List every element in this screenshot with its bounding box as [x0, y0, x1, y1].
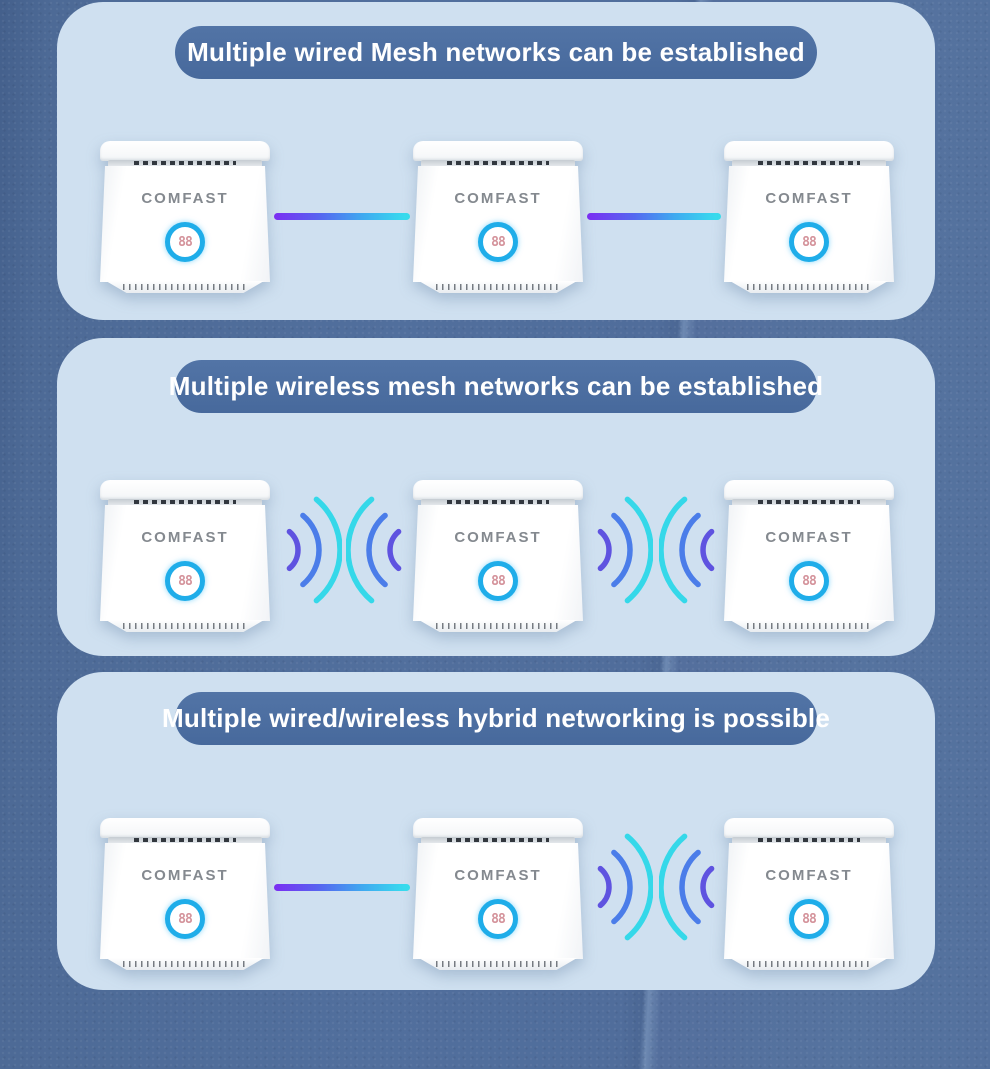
led-ring: 88 — [478, 222, 518, 262]
led-ring: 88 — [789, 561, 829, 601]
router-lid — [413, 818, 583, 838]
led-ring: 88 — [789, 222, 829, 262]
router-top-vent — [108, 499, 262, 506]
panel-wireless-mesh: Multiple wireless mesh networks can be e… — [57, 338, 935, 656]
brand-logo: COMFAST — [454, 529, 542, 546]
led-display: 88 — [178, 573, 193, 589]
router-bottom-vent — [730, 620, 888, 632]
mesh-router: COMFAST 88 — [100, 818, 270, 974]
router-lid — [413, 141, 583, 161]
router-top-vent — [732, 837, 886, 844]
mesh-router: COMFAST 88 — [100, 480, 270, 636]
router-body: COMFAST 88 — [724, 505, 894, 621]
router-body: COMFAST 88 — [413, 505, 583, 621]
router-lid — [724, 480, 894, 500]
wifi-signal-left-icon — [346, 490, 416, 610]
router-body: COMFAST 88 — [724, 843, 894, 959]
panel-title: Multiple wireless mesh networks can be e… — [168, 371, 824, 401]
router-bottom-vent — [419, 281, 577, 293]
brand-logo: COMFAST — [141, 190, 229, 207]
led-display: 88 — [491, 911, 506, 927]
router-top-vent — [108, 837, 262, 844]
ethernet-cable — [274, 884, 410, 891]
router-bottom-vent — [106, 958, 264, 970]
router-top-vent — [732, 499, 886, 506]
mesh-router: COMFAST 88 — [724, 480, 894, 636]
router-body: COMFAST 88 — [413, 166, 583, 282]
mesh-router: COMFAST 88 — [100, 141, 270, 297]
ethernet-cable — [274, 213, 410, 220]
panel-hybrid-networking: Multiple wired/wireless hybrid networkin… — [57, 672, 935, 990]
brand-logo: COMFAST — [141, 529, 229, 546]
router-lid — [724, 141, 894, 161]
router-bottom-vent — [730, 281, 888, 293]
led-ring: 88 — [789, 899, 829, 939]
router-lid — [100, 141, 270, 161]
mesh-router: COMFAST 88 — [724, 818, 894, 974]
wifi-signal-right-icon — [583, 827, 653, 947]
wifi-signal-right-icon — [583, 490, 653, 610]
router-bottom-vent — [730, 958, 888, 970]
wifi-signal-left-icon — [659, 827, 729, 947]
router-top-vent — [421, 837, 575, 844]
panel-title: Multiple wired/wireless hybrid networkin… — [162, 703, 830, 733]
router-body: COMFAST 88 — [724, 166, 894, 282]
panel-title-banner: Multiple wired Mesh networks can be esta… — [175, 26, 817, 79]
led-ring: 88 — [165, 899, 205, 939]
mesh-router: COMFAST 88 — [724, 141, 894, 297]
led-display: 88 — [802, 234, 817, 250]
mesh-router: COMFAST 88 — [413, 818, 583, 974]
led-ring: 88 — [165, 561, 205, 601]
panel-wired-mesh: Multiple wired Mesh networks can be esta… — [57, 2, 935, 320]
router-top-vent — [732, 160, 886, 167]
led-display: 88 — [491, 573, 506, 589]
brand-logo: COMFAST — [765, 529, 853, 546]
router-top-vent — [421, 499, 575, 506]
brand-logo: COMFAST — [765, 867, 853, 884]
router-lid — [413, 480, 583, 500]
led-ring: 88 — [478, 561, 518, 601]
router-body: COMFAST 88 — [100, 505, 270, 621]
led-display: 88 — [178, 234, 193, 250]
router-top-vent — [108, 160, 262, 167]
led-display: 88 — [178, 911, 193, 927]
router-body: COMFAST 88 — [100, 166, 270, 282]
brand-logo: COMFAST — [454, 867, 542, 884]
panel-title-banner: Multiple wired/wireless hybrid networkin… — [162, 692, 830, 745]
led-ring: 88 — [165, 222, 205, 262]
router-lid — [100, 480, 270, 500]
panel-title-banner: Multiple wireless mesh networks can be e… — [169, 360, 823, 413]
router-lid — [100, 818, 270, 838]
mesh-router: COMFAST 88 — [413, 141, 583, 297]
router-top-vent — [421, 160, 575, 167]
led-display: 88 — [491, 234, 506, 250]
router-bottom-vent — [419, 958, 577, 970]
brand-logo: COMFAST — [765, 190, 853, 207]
brand-logo: COMFAST — [454, 190, 542, 207]
router-bottom-vent — [419, 620, 577, 632]
router-body: COMFAST 88 — [413, 843, 583, 959]
led-display: 88 — [802, 573, 817, 589]
wifi-signal-right-icon — [272, 490, 342, 610]
led-display: 88 — [802, 911, 817, 927]
router-bottom-vent — [106, 281, 264, 293]
ethernet-cable — [587, 213, 721, 220]
panel-title: Multiple wired Mesh networks can be esta… — [187, 37, 805, 67]
wifi-signal-left-icon — [659, 490, 729, 610]
led-ring: 88 — [478, 899, 518, 939]
router-lid — [724, 818, 894, 838]
mesh-router: COMFAST 88 — [413, 480, 583, 636]
router-bottom-vent — [106, 620, 264, 632]
router-body: COMFAST 88 — [100, 843, 270, 959]
brand-logo: COMFAST — [141, 867, 229, 884]
